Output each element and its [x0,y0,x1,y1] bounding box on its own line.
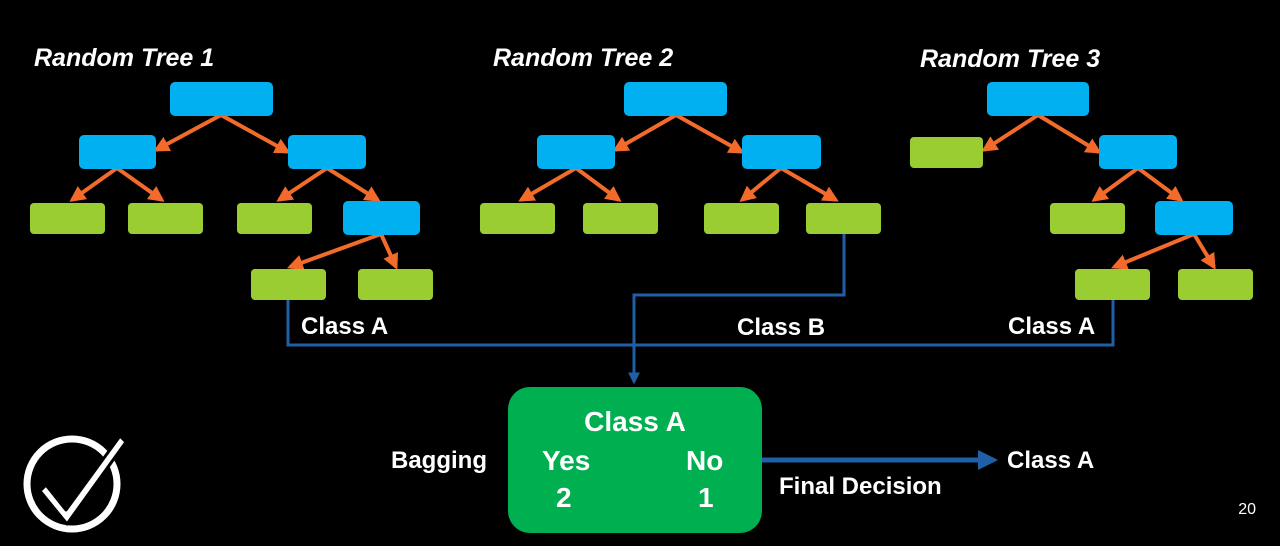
tree1-edge [220,113,291,154]
checkmark-circle-icon [23,434,128,533]
tree1-internal-node [288,135,366,169]
tree1-edge [115,166,165,202]
tree2-edges [518,113,839,203]
tree1-edge [325,166,381,202]
tree3-edge [1036,113,1102,154]
tree1-leaf-node-selected [251,269,326,300]
tree1-edge [276,166,329,202]
tree3-internal-node [1099,135,1177,169]
vote-winner: Class A [584,406,686,437]
tree1-internal-node [343,201,420,235]
tree2-title: Random Tree 2 [493,44,674,72]
vote-no-count: 1 [698,482,714,513]
tree2-edge [518,166,578,202]
tree3-edge [1136,166,1184,202]
tree2-edge [574,166,622,202]
vote-no-label: No [686,445,724,476]
tree3-edge [1111,232,1195,270]
tree3-edge [1192,232,1216,270]
tree2-edge [612,113,677,152]
tree2-internal-node [742,135,821,169]
aggregation-paths [286,234,1115,470]
tree2-edge [779,166,839,202]
tree1-leaf-node [128,203,203,234]
tree1-edge [153,113,222,152]
tree3-leaf-node-selected [1075,269,1150,300]
tree3-leaf-node [910,137,983,168]
vote-yes-label: Yes [542,445,591,476]
tree1-edge [286,232,382,271]
page-number: 20 [1238,501,1256,518]
tree3-edge [981,113,1040,152]
vote-yes-count: 2 [556,482,572,513]
tree2-edge [675,113,745,154]
tree1-edges [69,113,398,271]
tree2-leaf-node-selected [806,203,881,234]
tree2-leaf-node [583,203,658,234]
tree2-root-node [624,82,727,116]
tree1-nodes [30,82,433,300]
bagging-label: Bagging [391,447,487,474]
tree1-root-node [170,82,273,116]
tree1-title: Random Tree 1 [34,44,215,72]
tree1-edge [379,233,398,270]
tree1-leaf-node [358,269,433,300]
tree1-edge [69,166,119,202]
tree1-path-line [286,300,1115,347]
tree2-leaf-node [704,203,779,234]
tree2-internal-node [537,135,615,169]
tree2-result-label: Class B [737,314,826,341]
final-decision-label: Final Decision [779,473,942,500]
vote-box: Class A Yes No 2 1 [508,387,762,533]
final-decision-result: Class A [1007,447,1095,474]
tree2-edge [739,166,783,203]
tree1-result-label: Class A [301,313,389,340]
tree3-leaf-node [1050,203,1125,234]
tree3-leaf-node [1178,269,1253,300]
tree3-nodes [910,82,1253,300]
tree2-nodes [480,82,881,234]
tree3-root-node [987,82,1089,116]
tree1-leaf-node [237,203,312,234]
tree3-internal-node [1155,201,1233,235]
tree1-internal-node [79,135,156,169]
tree2-path-line [628,234,846,385]
tree3-edges [981,113,1216,270]
tree1-leaf-node [30,203,105,234]
tree3-edge [1091,166,1140,202]
tree2-leaf-node [480,203,555,234]
tree3-result-label: Class A [1008,313,1096,340]
tree3-title: Random Tree 3 [920,45,1101,73]
